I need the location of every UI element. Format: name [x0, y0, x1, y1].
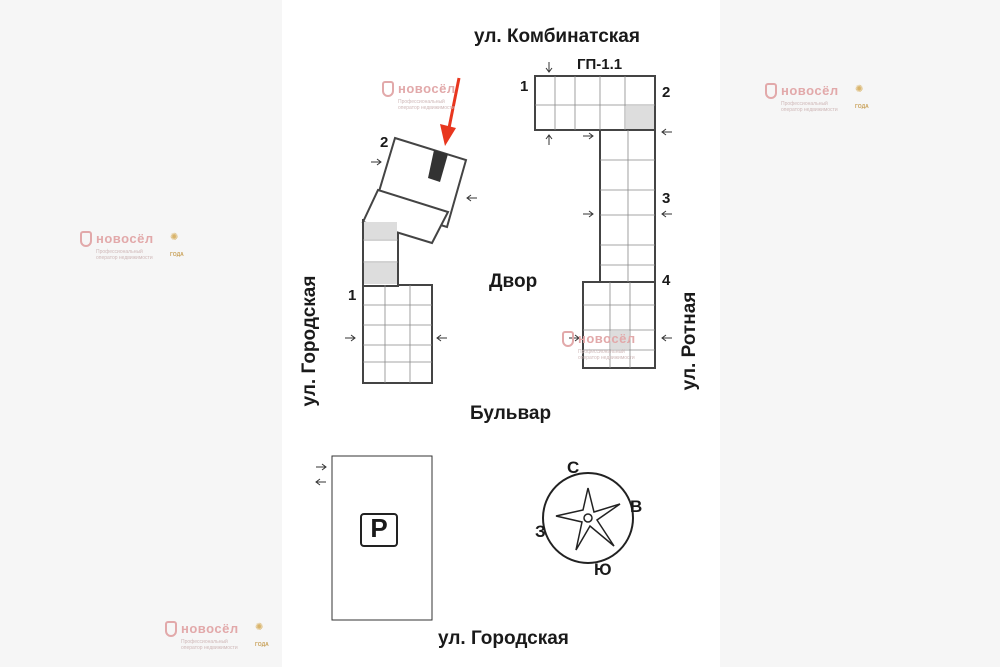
parking-label: P [370, 513, 388, 543]
entrance-arrows [315, 62, 672, 486]
courtyard-label: Двор [489, 271, 538, 292]
badge-icon: ✺ [255, 622, 264, 633]
shaded-units [364, 106, 654, 349]
section-number: 2 [662, 84, 671, 101]
street-label-left: ул. Городская [299, 275, 320, 407]
street-label-bottom: ул. Городская [438, 628, 569, 649]
compass-east: В [630, 497, 643, 516]
section-number: 1 [348, 287, 357, 304]
logo-icon [765, 83, 777, 99]
street-label-right: ул. Ротная [679, 291, 700, 391]
badge-icon: ✺ [170, 232, 179, 243]
right-building-section-3 [599, 129, 656, 283]
parking-icon [360, 513, 398, 547]
right-building-section-4 [582, 281, 656, 369]
logo-icon [80, 231, 92, 247]
compass-rose-icon [542, 472, 634, 564]
compass-south: Ю [594, 560, 612, 579]
compass-west: З [535, 522, 546, 541]
room-partitions [363, 76, 655, 383]
building-label: ГП-1.1 [577, 56, 623, 73]
street-label-top: ул. Комбинатская [474, 26, 640, 47]
left-building-wing [361, 188, 450, 245]
section-number: 3 [662, 190, 671, 207]
section-number: 4 [662, 272, 671, 289]
logo-icon [165, 621, 177, 637]
left-building-section-1 [362, 284, 433, 384]
boulevard-label: Бульвар [470, 403, 552, 424]
logo-icon [562, 331, 574, 347]
section-number: 1 [520, 78, 529, 95]
location-marker-arrow [440, 77, 461, 146]
compass-north: С [567, 458, 580, 477]
section-number: 2 [380, 134, 389, 151]
logo-icon [382, 81, 394, 97]
highlighted-apartment [428, 150, 448, 182]
badge-icon: ✺ [855, 84, 864, 95]
